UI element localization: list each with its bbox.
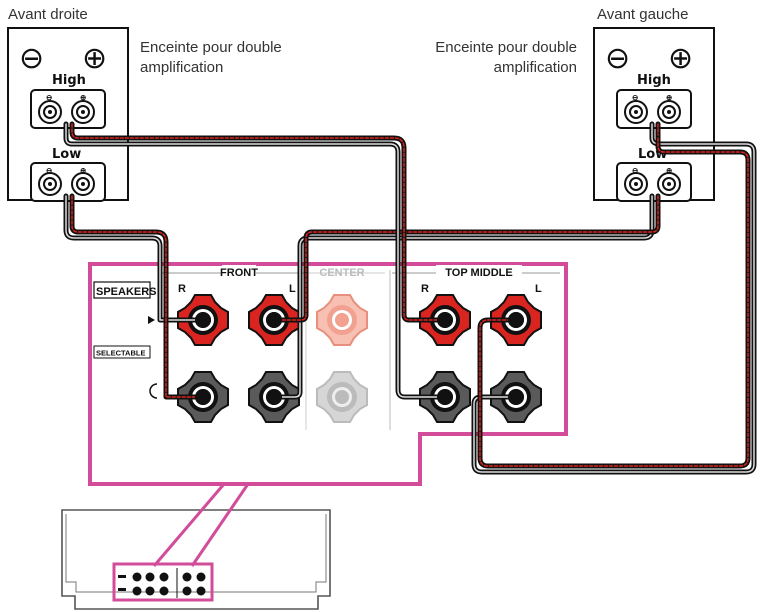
front-label-bg [222,265,256,277]
left-speaker-note-line2: amplification [494,59,577,76]
top-middle-l-label: L [535,283,542,295]
callout-line-right [190,483,250,567]
terminal-center-pos [316,294,368,346]
front-label: FRONT [220,267,258,279]
receiver-inner-outline [65,514,327,593]
front-r-label: R [178,283,186,295]
left-low-neg-terminal [624,172,648,196]
selectable-label: SELECTABLE [96,349,145,358]
right-low-pos-terminal [71,172,95,196]
terminal-cores [195,312,524,405]
left-high-plus-icon: ⊕ [666,93,673,102]
wire-left-low-to-front-l [274,193,661,400]
wire-left-high-to-top-middle-l [471,121,757,475]
right-speaker-high-label: High [52,73,86,88]
wire-right-high-to-top-middle-r [63,121,445,400]
right-high-pos-terminal [71,100,95,124]
receiver-terminal-highlight [112,562,214,602]
callout-line-left [152,483,226,567]
left-speaker-minus-icon: ⊖ [605,41,630,76]
selectable-arrow-icon [148,316,155,324]
top-middle-r-label: R [421,283,429,295]
right-speaker-note-line2: amplification [140,59,223,76]
terminal-center-neg [316,371,368,423]
left-high-minus-icon: ⊖ [632,93,639,102]
right-high-minus-icon: ⊖ [46,93,53,102]
right-speaker-minus-icon: ⊖ [19,41,44,76]
right-speaker-title: Avant droite [8,6,88,23]
right-speaker-plus-icon: ⊕ [82,41,107,76]
right-high-neg-terminal [38,100,62,124]
right-low-plus-icon: ⊕ [80,166,87,175]
front-l-label: L [289,283,296,295]
right-speaker-note-line1: Enceinte pour double [140,39,282,56]
center-label: CENTER [319,267,364,279]
left-speaker-high-label: High [637,73,671,88]
right-speaker-low-label: Low [52,147,81,162]
left-speaker-title: Avant gauche [597,6,688,23]
speakers-label-box [93,281,151,299]
left-low-minus-icon: ⊖ [632,166,639,175]
speakers-label: SPEAKERS [96,286,157,298]
left-speaker-plus-icon: ⊕ [668,41,693,76]
right-high-plus-icon: ⊕ [80,93,87,102]
top-middle-label-bg [436,265,522,277]
wire-right-low-to-front-r [63,193,203,400]
bracket-icon [149,383,158,399]
left-high-neg-terminal [624,100,648,124]
left-speaker-low-label: Low [638,147,667,162]
right-low-neg-terminal [38,172,62,196]
right-low-minus-icon: ⊖ [46,166,53,175]
left-speaker-note-line1: Enceinte pour double [435,39,577,56]
selectable-label-box [93,345,151,359]
receiver-mini-terminals [118,568,206,598]
left-high-pos-terminal [657,100,681,124]
top-middle-label: TOP MIDDLE [445,267,512,279]
left-low-plus-icon: ⊕ [666,166,673,175]
left-low-pos-terminal [657,172,681,196]
